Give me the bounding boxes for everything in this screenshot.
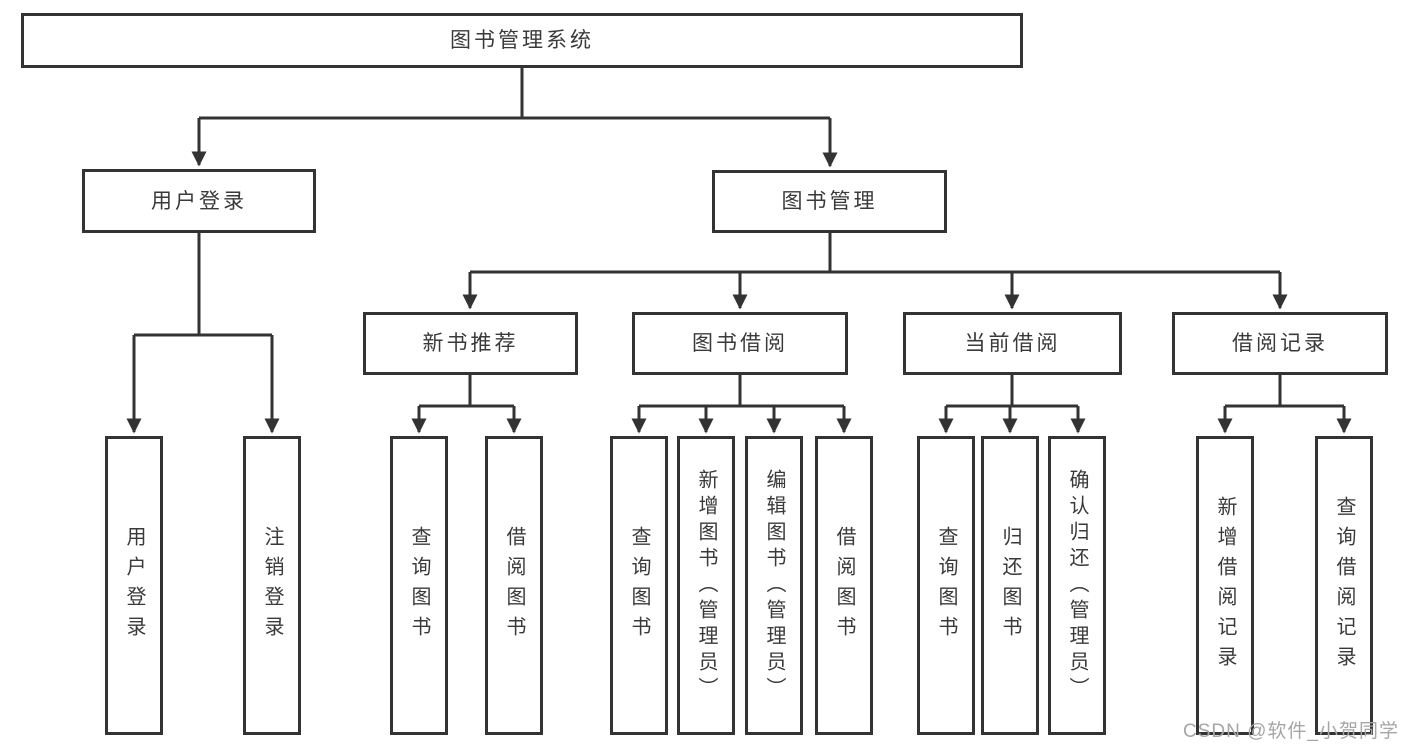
- leaf-confirm-return-admin: 确认归还（管理员）: [1048, 436, 1106, 735]
- node-label: 图书管理系统: [450, 29, 594, 52]
- node-label: 借阅记录: [1232, 332, 1328, 355]
- node-root: 图书管理系统: [21, 13, 1023, 68]
- leaf-query-borrow-record: 查询借阅记录: [1315, 436, 1373, 735]
- leaf-add-borrow-record: 新增借阅记录: [1196, 436, 1254, 735]
- node-user-login: 用户登录: [82, 169, 316, 233]
- leaf-return-book: 归还图书: [981, 436, 1039, 735]
- leaf-query-books-1: 查询图书: [390, 436, 448, 735]
- node-label: 新增借阅记录: [1214, 495, 1236, 676]
- leaf-query-books-3: 查询图书: [917, 436, 975, 735]
- node-label: 用户登录: [151, 189, 247, 213]
- leaf-borrow-books-2: 借阅图书: [815, 436, 873, 735]
- node-label: 图书借阅: [692, 332, 788, 355]
- node-label: 查询图书: [628, 525, 650, 646]
- node-label: 查询借阅记录: [1333, 495, 1355, 676]
- leaf-edit-book-admin: 编辑图书（管理员）: [745, 436, 803, 735]
- node-label: 当前借阅: [964, 332, 1061, 355]
- leaf-add-book-admin: 新增图书（管理员）: [677, 436, 735, 735]
- node-label: 编辑图书（管理员）: [763, 468, 785, 703]
- leaf-logout: 注销登录: [243, 436, 301, 735]
- node-label: 图书管理: [781, 190, 878, 213]
- csdn-watermark: CSDN @软件_小贺同学: [1183, 721, 1399, 742]
- node-label: 新增图书（管理员）: [695, 468, 717, 703]
- leaf-query-books-2: 查询图书: [610, 436, 668, 735]
- node-label: 查询图书: [935, 525, 957, 646]
- node-new-book-recommend: 新书推荐: [363, 312, 578, 375]
- node-label: 归还图书: [999, 525, 1021, 646]
- node-label: 查询图书: [408, 525, 430, 646]
- node-label: 用户登录: [123, 525, 145, 646]
- node-label: 新书推荐: [422, 332, 519, 355]
- node-label: 借阅图书: [503, 525, 525, 646]
- node-book-management: 图书管理: [712, 170, 947, 233]
- node-label: 借阅图书: [833, 525, 855, 646]
- node-current-borrow: 当前借阅: [903, 312, 1122, 375]
- node-book-borrow: 图书借阅: [632, 312, 848, 375]
- leaf-borrow-books-1: 借阅图书: [485, 436, 543, 735]
- node-label: 注销登录: [261, 525, 283, 646]
- leaf-user-login: 用户登录: [105, 436, 163, 735]
- node-borrow-records: 借阅记录: [1172, 312, 1388, 375]
- node-label: 确认归还（管理员）: [1066, 468, 1088, 703]
